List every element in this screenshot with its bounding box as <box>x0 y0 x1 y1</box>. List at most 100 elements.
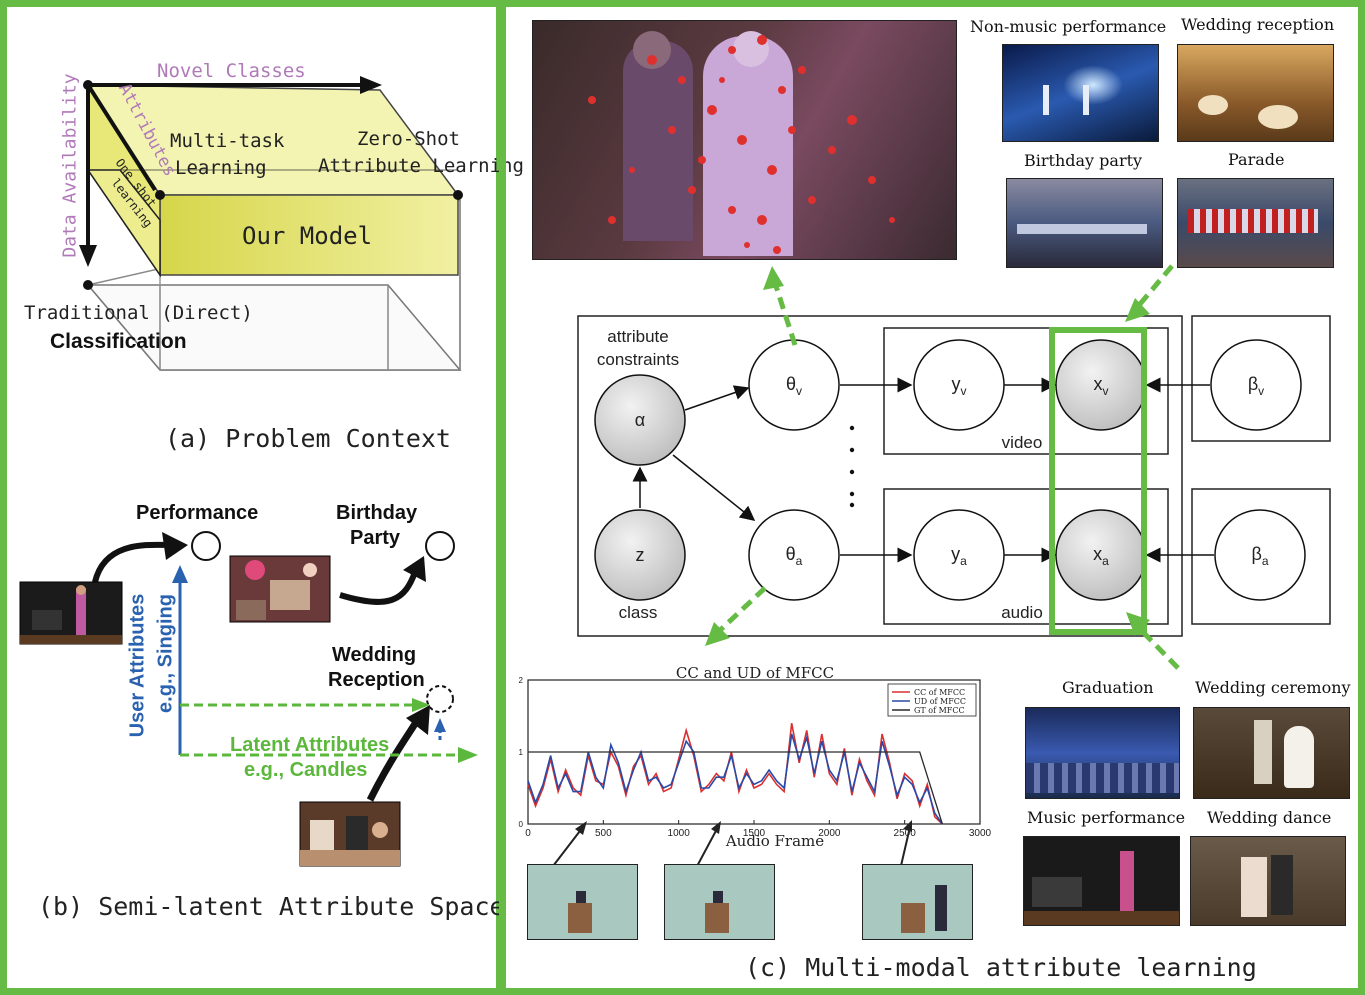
data-availability-label: Data Availability <box>59 73 81 258</box>
video-plate <box>883 327 1169 455</box>
wedding-node <box>426 685 454 713</box>
series-line-2 <box>527 733 943 825</box>
dot-traditional <box>83 280 93 290</box>
thumb-wedding-ceremony <box>1193 707 1350 799</box>
panel-c-caption: (c) Multi-modal attribute learning <box>745 953 1257 982</box>
traditional-label: Traditional (Direct) <box>24 302 253 324</box>
series-line-3 <box>528 751 943 825</box>
audio-plate-label: audio <box>1001 603 1043 622</box>
thumb-music-performance <box>1023 836 1180 926</box>
x-tick-label: 0 <box>525 828 531 839</box>
beta-v-label: βv <box>1248 374 1264 398</box>
semi-latent-diagram <box>19 531 478 867</box>
latent-attributes-example: e.g., Candles <box>244 759 368 781</box>
y-tick-label: 1 <box>519 748 524 757</box>
problem-context-diagram <box>79 76 463 371</box>
node-z <box>594 509 686 601</box>
x-tick-label: 2500 <box>894 828 917 839</box>
node-y-a <box>913 509 1005 601</box>
node-alpha <box>594 374 686 466</box>
thumb-birthday <box>1006 178 1163 268</box>
user-attributes-example: e.g., Singing <box>154 594 177 713</box>
thumb-wedding-dance <box>1190 836 1346 926</box>
y-tick-label: 2 <box>519 676 524 685</box>
x-tick-label: 3000 <box>969 828 992 839</box>
theta-v-label: θv <box>786 374 802 398</box>
panel-a-caption: (a) Problem Context <box>165 424 451 453</box>
theta-a-label: θa <box>786 544 803 568</box>
panel-b-caption: (b) Semi-latent Attribute Space <box>38 892 505 921</box>
interest-points <box>588 35 895 254</box>
node-y-v <box>913 339 1005 431</box>
birthday-thumb <box>229 555 331 623</box>
birthday-node <box>425 531 455 561</box>
birthday-label-2: Party <box>350 527 401 549</box>
lower-box-bottom <box>86 284 462 371</box>
right-panel <box>499 0 1365 995</box>
learning-label: Learning <box>175 157 267 179</box>
outer-plate <box>577 315 1183 637</box>
wedding-thumb <box>299 801 401 867</box>
multitask-label: Multi-task <box>170 130 285 152</box>
video-plate-label: video <box>1002 433 1043 452</box>
attribute-learning-label: Attribute Learning <box>318 155 524 177</box>
thumb-label-non-music: Non-music performance <box>970 17 1167 36</box>
attr-constraints-label-1: attribute <box>607 327 668 346</box>
classification-label: Classification <box>50 330 187 353</box>
z-label: z <box>636 545 645 565</box>
thumb-label-wedding-reception: Wedding reception <box>1181 15 1335 34</box>
legend-label: GT of MFCC <box>914 706 965 715</box>
dot-zero-shot <box>453 190 463 200</box>
chart-marks <box>527 723 943 825</box>
zero-shot-label: Zero-Shot <box>357 128 460 150</box>
x-v-label: xv <box>1094 374 1109 398</box>
wedding-label-1: Wedding <box>332 644 417 666</box>
dot-multitask <box>155 190 165 200</box>
thumb-label-parade: Parade <box>1228 150 1285 169</box>
wedding-label-2: Reception <box>328 669 425 691</box>
thumb-non-music <box>1002 44 1159 142</box>
thumb-label-wedding-ceremony: Wedding ceremony <box>1195 678 1351 697</box>
speech-frame-1 <box>527 864 638 940</box>
frame-pointers <box>549 820 912 871</box>
dot-origin <box>83 80 93 90</box>
speech-frame-3 <box>862 864 973 940</box>
beta-a-label: βa <box>1251 544 1268 568</box>
attributes-axis <box>86 83 157 192</box>
novel-classes-label: Novel Classes <box>157 60 306 82</box>
birthday-label-1: Birthday <box>336 502 418 524</box>
user-attributes-label: User Attributes <box>126 593 149 738</box>
latent-attributes-label: Latent Attributes <box>230 734 390 756</box>
performance-arrow <box>92 541 171 583</box>
beta-v-plate <box>1191 315 1331 442</box>
singer-thumb <box>19 581 123 645</box>
attr-constraints-label-2: constraints <box>597 350 679 369</box>
thumb-label-graduation: Graduation <box>1062 678 1154 697</box>
speech-frame-2 <box>664 864 775 940</box>
our-model-label: Our Model <box>242 222 373 250</box>
birthday-arrow <box>339 570 418 605</box>
alpha-label: α <box>635 410 645 430</box>
y-v-label: yv <box>952 374 967 398</box>
x-a-label: xa <box>1093 544 1109 568</box>
green-dashed-connectors <box>705 264 1180 670</box>
x-tick-label: 1500 <box>743 828 766 839</box>
graphical-model: attribute constraints α z class θv θa yv… <box>577 315 1331 637</box>
thumb-wedding-reception <box>1177 44 1334 142</box>
y-tick-label: 0 <box>519 820 524 829</box>
legend-label: UD of MFCC <box>914 697 966 706</box>
thumb-parade <box>1177 178 1334 268</box>
y-a-label: ya <box>951 544 967 568</box>
performance-label: Performance <box>136 502 259 524</box>
chart-title: CC and UD of MFCC <box>676 664 834 682</box>
thumb-label-birthday: Birthday party <box>1024 151 1143 170</box>
class-label: class <box>619 603 658 622</box>
x-tick-label: 1000 <box>668 828 691 839</box>
audio-plate <box>883 488 1169 625</box>
thumb-graduation <box>1025 707 1180 799</box>
legend-label: CC of MFCC <box>914 688 965 697</box>
chart-xlabel: Audio Frame <box>725 832 824 850</box>
